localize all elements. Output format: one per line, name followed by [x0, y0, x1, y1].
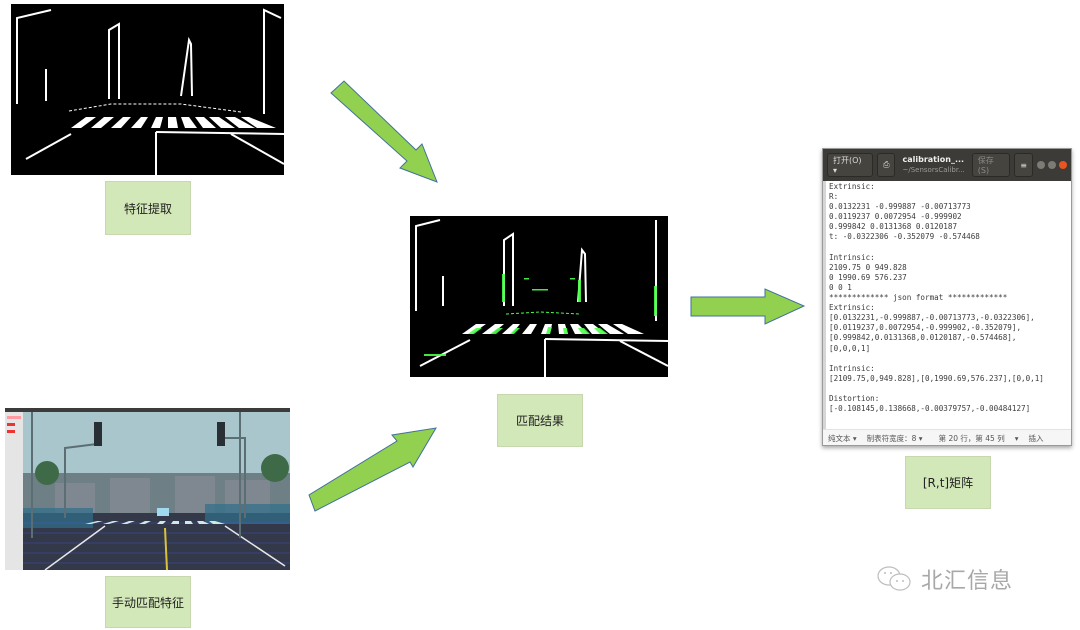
- syntax-selector[interactable]: 纯文本 ▾: [828, 433, 857, 443]
- arrow-right-icon: [690, 288, 806, 325]
- tab-width-selector[interactable]: 制表符宽度：8 ▾: [866, 433, 923, 443]
- file-title: calibration_... ~/SensorsCalibr...: [899, 155, 967, 175]
- open-button-label: 打开(O) ▾: [833, 156, 862, 175]
- cursor-position[interactable]: 第 20 行，第 45 列: [938, 433, 1005, 443]
- text-line: 0 1990.69 576.237: [829, 272, 907, 282]
- document-icon: ⎙: [883, 160, 890, 169]
- manual-match-image: [5, 408, 290, 570]
- text-line: 2109.75 0 949.828: [829, 262, 907, 272]
- text-line: 0 0 1: [829, 282, 852, 292]
- text-line: [829, 354, 1068, 364]
- text-line: [0.999842,0.0131368,0.0120187,-0.574468]…: [829, 333, 1017, 343]
- editor-status-bar: 纯文本 ▾ 制表符宽度：8 ▾ 第 20 行，第 45 列 ▾ 插入: [823, 429, 1071, 445]
- minimize-icon[interactable]: [1037, 161, 1045, 169]
- text-line: Intrinsic:: [829, 363, 875, 373]
- file-path: ~/SensorsCalibr...: [902, 166, 965, 174]
- arrow-down-right-icon: [330, 80, 438, 183]
- match-result-image: [410, 216, 668, 377]
- rt-matrix-text: [R,t]矩阵: [922, 476, 974, 490]
- text-line: Extrinsic:: [829, 303, 875, 313]
- match-result-label: 匹配结果: [497, 394, 583, 447]
- text-line: [829, 384, 1068, 394]
- text-line: [0.0132231,-0.999887,-0.00713773,-0.0322…: [829, 313, 1035, 323]
- rt-matrix-label: [R,t]矩阵: [905, 456, 991, 509]
- text-line: [829, 243, 1068, 253]
- window-controls: [1037, 161, 1067, 169]
- text-line: t: -0.0322306 -0.352079 -0.574468: [829, 232, 980, 242]
- match-result-text: 匹配结果: [515, 414, 564, 428]
- text-line: Extrinsic:: [829, 182, 875, 191]
- chevron-down-icon[interactable]: ▾: [1014, 433, 1019, 443]
- text-line: 0.999842 0.0131368 0.0120187: [829, 222, 958, 232]
- text-line: [0,0,0,1]: [829, 343, 871, 353]
- feature-extraction-image: [11, 4, 284, 175]
- arrow-up-right-icon: [308, 427, 437, 512]
- text-line: Distortion:: [829, 393, 880, 403]
- feature-extraction-label: 特征提取: [105, 181, 191, 235]
- text-line: ************* json format *************: [829, 293, 1008, 303]
- feature-extraction-text: 特征提取: [123, 201, 172, 216]
- text-editor-window: 打开(O) ▾ ⎙ calibration_... ~/SensorsCalib…: [822, 148, 1072, 446]
- file-name: calibration_...: [902, 155, 965, 164]
- manual-match-label: 手动匹配特征: [105, 576, 191, 628]
- new-document-button[interactable]: ⎙: [877, 153, 896, 177]
- watermark-text: 北汇信息: [921, 569, 1014, 594]
- text-line: 0.0119237 0.0072954 -0.999902: [829, 212, 962, 222]
- close-icon[interactable]: [1059, 161, 1067, 169]
- editor-header-bar: 打开(O) ▾ ⎙ calibration_... ~/SensorsCalib…: [823, 149, 1071, 181]
- insert-mode-indicator: 插入: [1028, 433, 1044, 443]
- maximize-icon[interactable]: [1048, 161, 1056, 169]
- text-line: [0.0119237,0.0072954,-0.999902,-0.352079…: [829, 323, 1022, 333]
- menu-button[interactable]: ≡: [1014, 153, 1033, 177]
- editor-text-area[interactable]: Extrinsic:R:0.0132231 -0.999887 -0.00713…: [823, 181, 1071, 429]
- hamburger-menu-icon: ≡: [1020, 160, 1027, 170]
- manual-match-text: 手动匹配特征: [111, 595, 184, 610]
- text-line: Intrinsic:: [829, 252, 875, 262]
- text-line: [2109.75,0,949.828],[0,1990.69,576.237],…: [829, 373, 1044, 383]
- text-line: [-0.108145,0.138668,-0.00379757,-0.00484…: [829, 404, 1031, 414]
- text-line: 0.0132231 -0.999887 -0.00713773: [829, 202, 971, 212]
- watermark: 北汇信息: [875, 563, 1013, 595]
- open-button[interactable]: 打开(O) ▾: [827, 153, 874, 177]
- text-line: R:: [829, 192, 839, 202]
- save-button[interactable]: 保存(S): [971, 153, 1011, 177]
- wechat-icon: [877, 566, 911, 591]
- save-button-label: 保存(S): [977, 156, 994, 175]
